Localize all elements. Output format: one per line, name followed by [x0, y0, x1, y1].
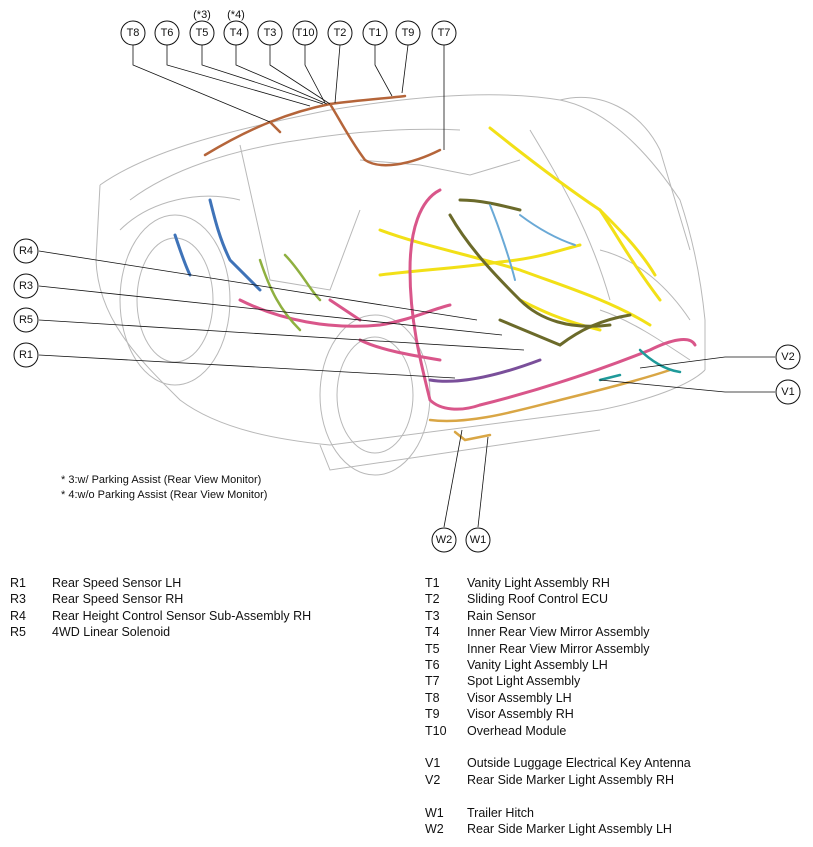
- svg-text:T5: T5: [196, 27, 209, 39]
- svg-text:V2: V2: [781, 351, 794, 363]
- blue-harness: [173, 198, 262, 292]
- svg-text:T7: T7: [438, 27, 451, 39]
- leader-lines: [38, 44, 775, 528]
- callout-r1: R1: [13, 342, 39, 368]
- footnote-parking-assist-4: * 4:w/o Parking Assist (Rear View Monito…: [61, 489, 268, 501]
- legend-spacer: [425, 788, 691, 804]
- callout-r5: R5: [13, 307, 39, 333]
- callout-t6: T6: [154, 20, 180, 46]
- green-harness: [258, 253, 322, 332]
- teal-harness: [598, 348, 682, 382]
- vehicle-outline: [95, 94, 706, 476]
- callout-w1: W1: [465, 527, 491, 553]
- svg-text:V1: V1: [781, 386, 794, 398]
- legend-spacer: [425, 739, 691, 755]
- callouts: T8 T6 T5 T4 T3 T10 T2 T1 T9 T7 R4 R3 R5 …: [13, 20, 801, 553]
- main-pink-harness: [238, 188, 697, 411]
- callout-v2: V2: [775, 344, 801, 370]
- svg-text:R3: R3: [19, 280, 33, 292]
- note-t4: (*4): [227, 9, 245, 21]
- callout-t1: T1: [362, 20, 388, 46]
- lightblue-harness: [489, 204, 576, 281]
- note-t5: (*3): [193, 9, 211, 21]
- svg-text:R1: R1: [19, 349, 33, 361]
- footnote-parking-assist-3: * 3:w/ Parking Assist (Rear View Monitor…: [61, 474, 262, 486]
- callout-t10: T10: [292, 20, 318, 46]
- olive-harness: [448, 198, 632, 347]
- callout-t3: T3: [257, 20, 283, 46]
- svg-text:T4: T4: [230, 27, 243, 39]
- svg-text:T3: T3: [264, 27, 277, 39]
- svg-text:T6: T6: [161, 27, 174, 39]
- svg-text:W1: W1: [470, 534, 487, 546]
- callout-w2: W2: [431, 527, 457, 553]
- wiring-harness-diagram: (*3) (*4) T8 T6 T5 T4 T3 T10 T2 T1 T9 T7…: [13, 9, 801, 553]
- roof-harness: [203, 94, 442, 167]
- svg-text:T1: T1: [369, 27, 382, 39]
- callout-t2: T2: [327, 20, 353, 46]
- callout-t8: T8: [120, 20, 146, 46]
- callout-r3: R3: [13, 273, 39, 299]
- purple-harness: [428, 358, 542, 383]
- callout-t9: T9: [395, 20, 421, 46]
- callout-t5: T5: [189, 20, 215, 46]
- svg-text:W2: W2: [436, 534, 453, 546]
- svg-text:T8: T8: [127, 27, 140, 39]
- callout-v1: V1: [775, 379, 801, 405]
- callout-r4: R4: [13, 238, 39, 264]
- tan-harness: [428, 368, 672, 442]
- svg-text:T2: T2: [334, 27, 347, 39]
- callout-t4: T4: [223, 20, 249, 46]
- svg-text:T10: T10: [296, 27, 315, 39]
- callout-t7: T7: [431, 20, 457, 46]
- svg-text:T9: T9: [402, 27, 415, 39]
- svg-text:R4: R4: [19, 245, 33, 257]
- svg-text:R5: R5: [19, 314, 33, 326]
